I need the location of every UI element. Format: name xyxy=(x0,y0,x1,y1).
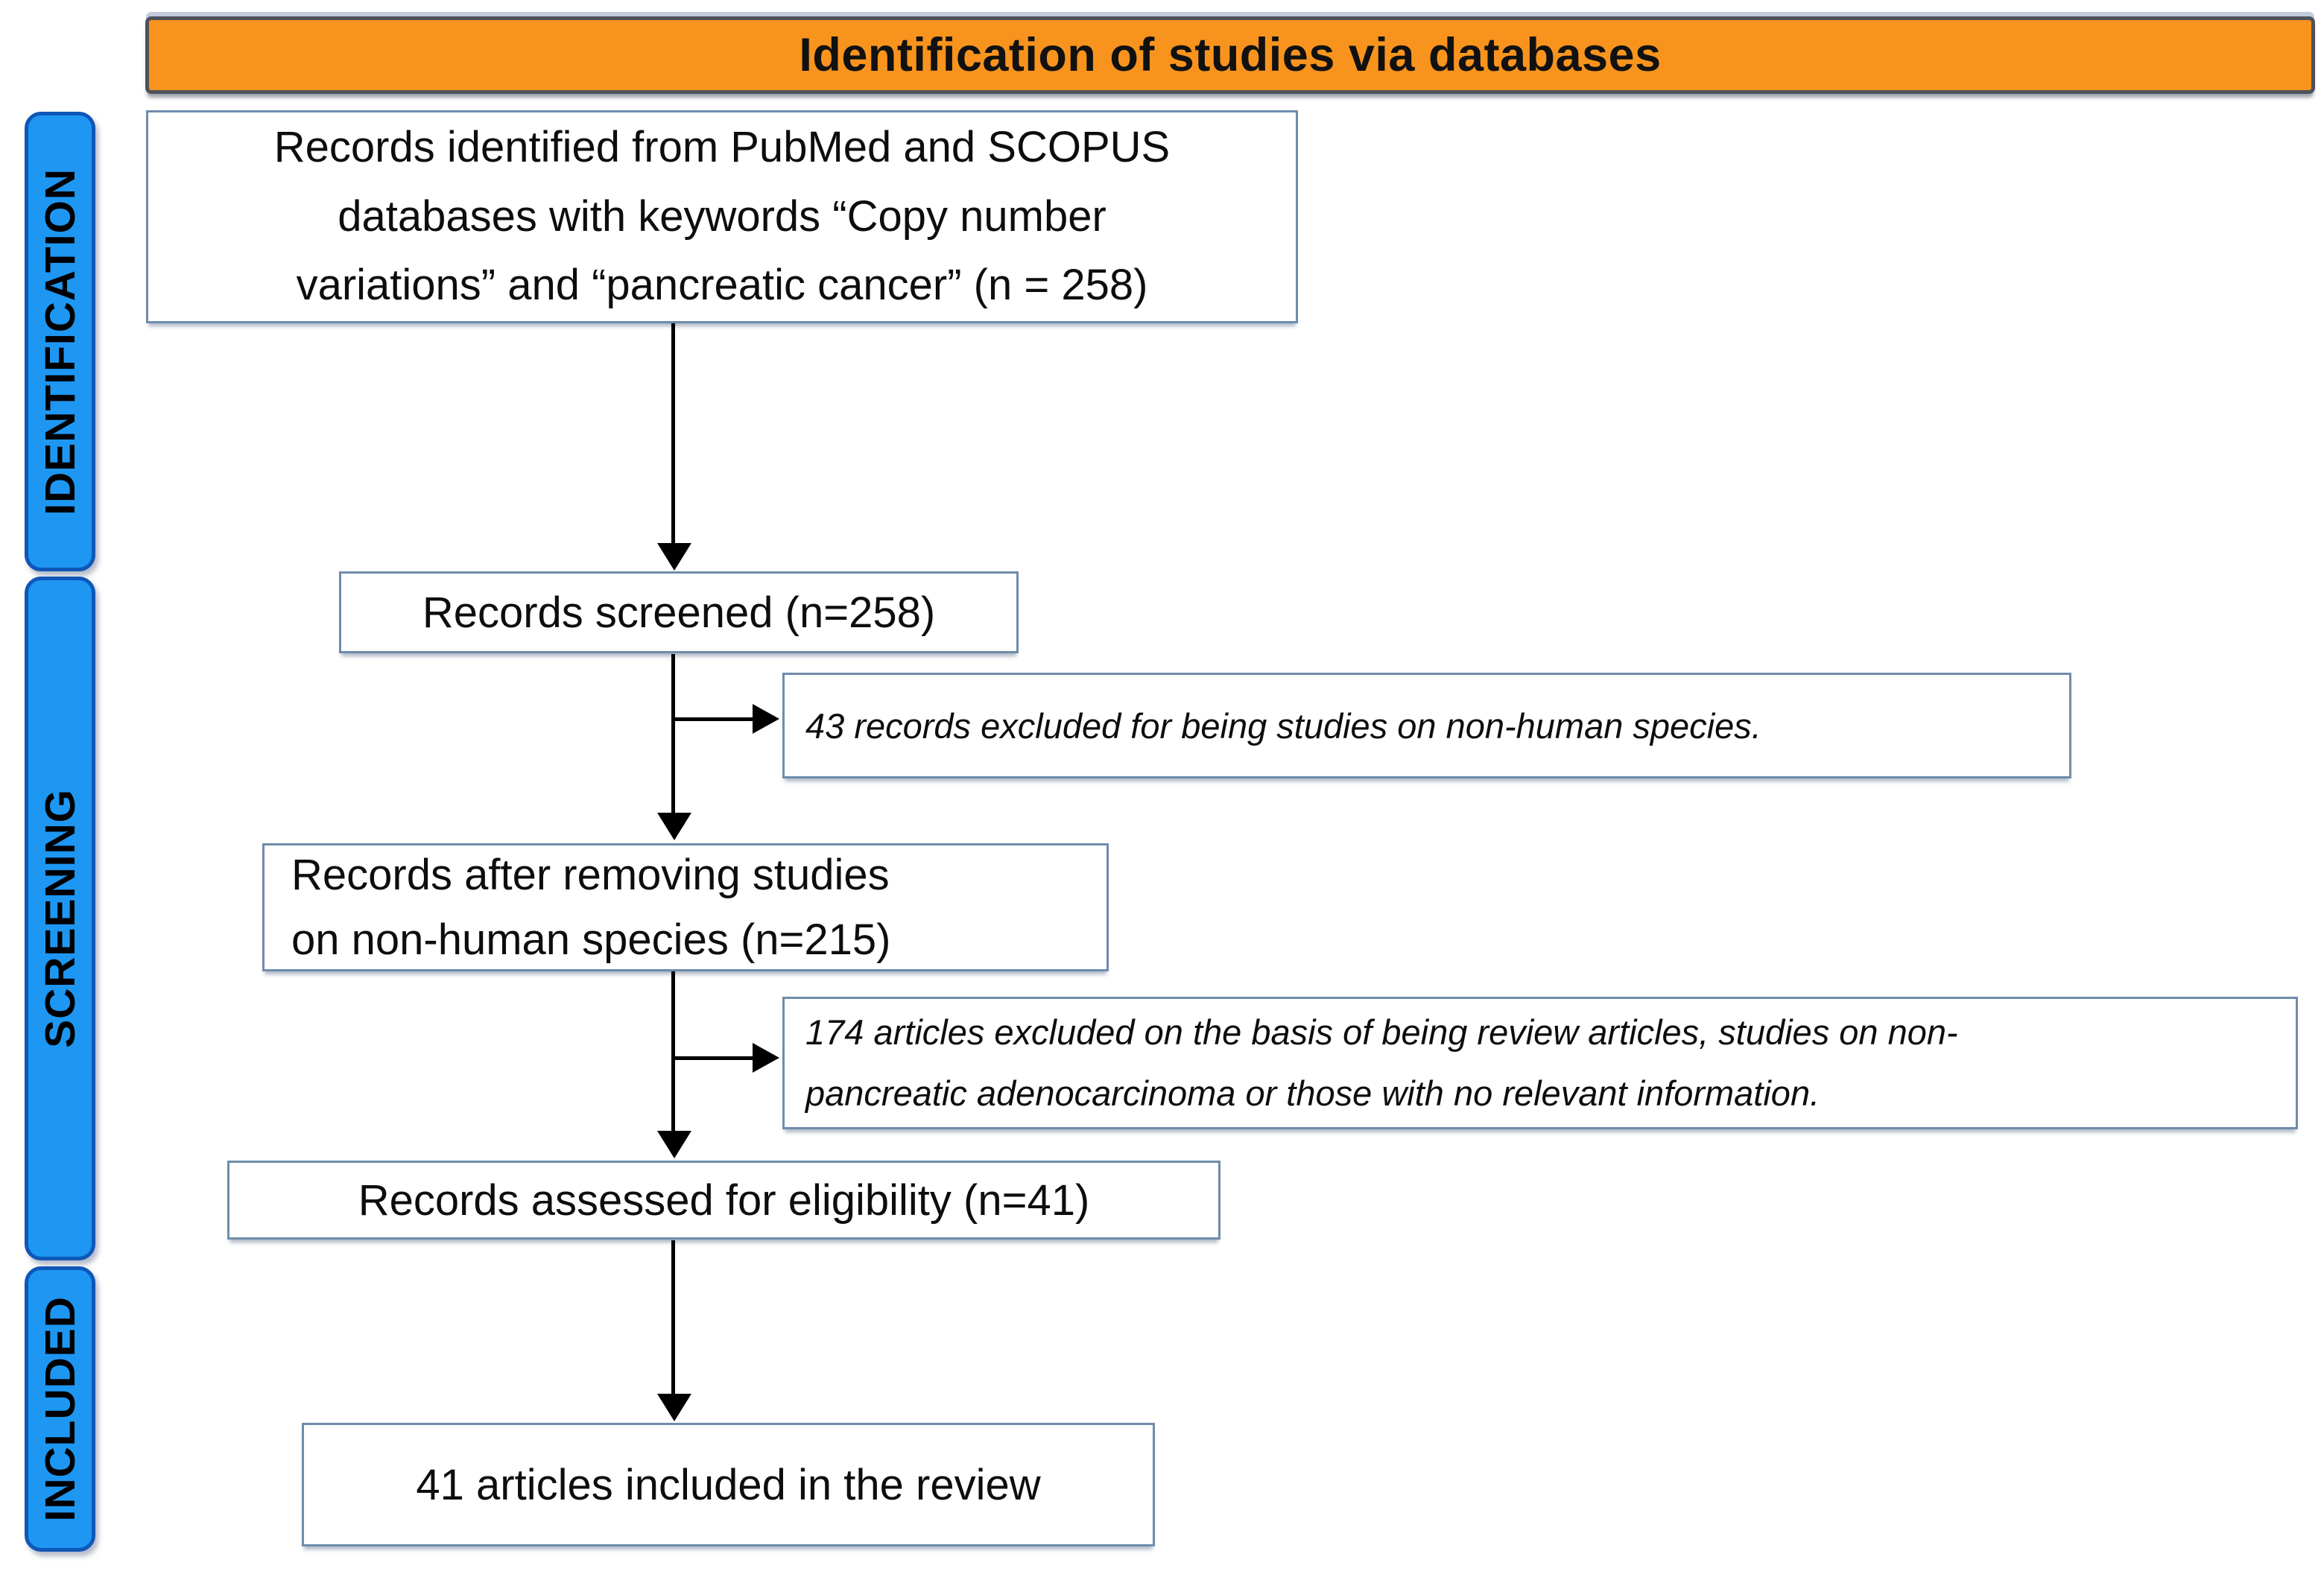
arrow-after-removal-to-assessed-head xyxy=(657,1131,691,1158)
box-excluded-review-articles: 174 articles excluded on the basis of be… xyxy=(782,997,2298,1129)
diagram-title-banner: Identification of studies via databases xyxy=(145,16,2315,94)
arrow-screened-to-after-removal-head xyxy=(657,813,691,840)
diagram-title: Identification of studies via databases xyxy=(799,29,1662,81)
arrow-assessed-to-included-line xyxy=(671,1240,675,1395)
box-records-assessed-text: Records assessed for eligibility (n=41) xyxy=(358,1175,1090,1225)
arrow-branch-to-excluded-review-head xyxy=(753,1043,779,1073)
arrow-branch-to-excluded-non-human-head xyxy=(753,704,779,734)
stage-tab-included: INCLUDED xyxy=(25,1266,95,1552)
box-records-identified-text: Records identified from PubMed and SCOPU… xyxy=(273,122,1171,310)
arrow-after-removal-to-assessed-line xyxy=(671,971,675,1132)
box-excluded-review-articles-text: 174 articles excluded on the basis of be… xyxy=(805,1012,1958,1113)
box-records-screened: Records screened (n=258) xyxy=(339,571,1019,653)
box-excluded-non-human-text: 43 records excluded for being studies on… xyxy=(805,705,1761,746)
arrow-branch-to-excluded-non-human-line xyxy=(673,717,753,721)
arrow-assessed-to-included-head xyxy=(657,1394,691,1421)
box-records-after-removal-text: Records after removing studies on non-hu… xyxy=(291,851,891,964)
box-articles-included: 41 articles included in the review xyxy=(302,1423,1155,1546)
stage-identification-label: IDENTIFICATION xyxy=(36,168,84,515)
arrow-identified-to-screened-head xyxy=(657,543,691,571)
box-records-identified: Records identified from PubMed and SCOPU… xyxy=(146,110,1298,323)
stage-tab-screening: SCREENING xyxy=(25,577,95,1260)
arrow-branch-to-excluded-review-line xyxy=(673,1056,753,1060)
arrow-screened-to-after-removal-line xyxy=(671,654,675,815)
stage-included-label: INCLUDED xyxy=(36,1296,84,1522)
box-excluded-non-human: 43 records excluded for being studies on… xyxy=(782,673,2071,778)
box-records-after-removal: Records after removing studies on non-hu… xyxy=(262,843,1109,971)
stage-screening-label: SCREENING xyxy=(36,789,84,1048)
arrow-identified-to-screened-line xyxy=(671,323,675,547)
box-records-assessed: Records assessed for eligibility (n=41) xyxy=(227,1161,1220,1240)
box-records-screened-text: Records screened (n=258) xyxy=(422,588,936,637)
stage-tab-identification: IDENTIFICATION xyxy=(25,112,95,571)
box-articles-included-text: 41 articles included in the review xyxy=(416,1460,1041,1509)
